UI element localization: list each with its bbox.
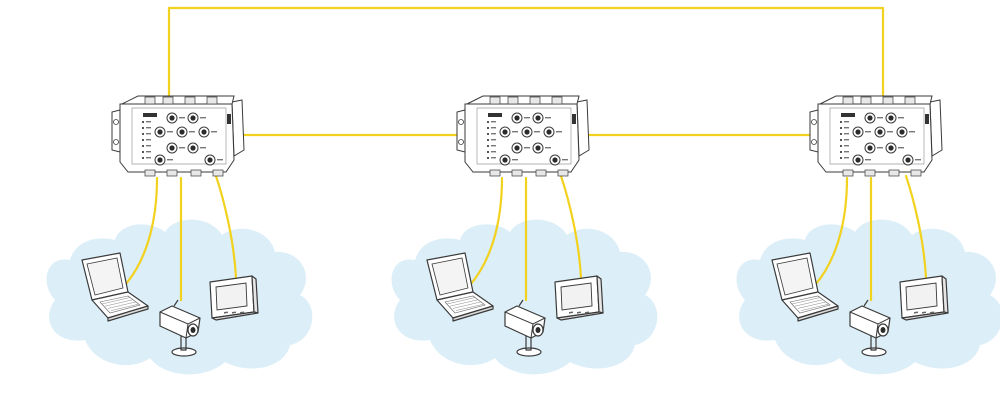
ip-camera-icon xyxy=(159,299,201,357)
touch-panel-monitor-icon xyxy=(899,275,949,321)
ip-camera-icon xyxy=(504,299,546,357)
device-layer xyxy=(81,95,949,357)
ring-link-top xyxy=(167,6,885,106)
endpoints xyxy=(426,252,604,357)
laptop-icon xyxy=(771,252,839,322)
touch-panel-monitor-icon xyxy=(554,275,604,321)
ip-camera-icon xyxy=(849,299,891,357)
industrial-ethernet-switch-icon xyxy=(809,95,943,177)
link-layer xyxy=(123,6,928,302)
industrial-ethernet-switch-icon xyxy=(111,95,245,177)
drop-links xyxy=(123,174,238,302)
drop-link-laptop xyxy=(123,176,159,287)
drop-links xyxy=(468,174,583,302)
drop-link-monitor xyxy=(904,174,928,280)
drop-link-monitor xyxy=(559,174,583,280)
laptop-icon xyxy=(426,252,494,322)
laptop-icon xyxy=(81,252,149,322)
drop-link-laptop xyxy=(813,176,849,287)
endpoints xyxy=(81,252,259,357)
drop-links xyxy=(813,174,928,302)
endpoints xyxy=(771,252,949,357)
touch-panel-monitor-icon xyxy=(209,275,259,321)
drop-link-monitor xyxy=(214,174,238,280)
drop-link-laptop xyxy=(468,176,504,287)
industrial-ethernet-switch-icon xyxy=(456,95,590,177)
